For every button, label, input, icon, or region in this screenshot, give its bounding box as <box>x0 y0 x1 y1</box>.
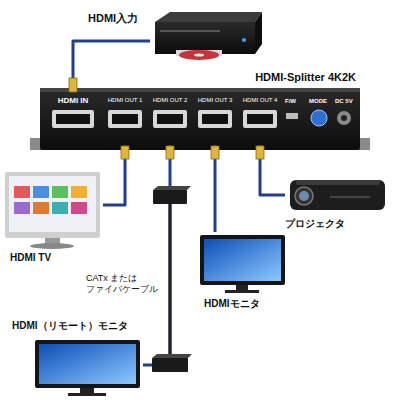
monitor-bezel <box>200 235 285 285</box>
port-socket <box>247 114 273 124</box>
hdmi-monitor: HDMIモニタ <box>198 232 290 314</box>
disc-hole <box>194 54 204 57</box>
tv-illustration <box>5 172 100 249</box>
projector: プロジェクタ <box>285 172 393 234</box>
player-front <box>155 22 255 54</box>
projector-lens <box>295 187 313 205</box>
port-frame <box>243 110 277 128</box>
hdmi-tv: HDMI TV <box>3 170 103 268</box>
monitor-screen <box>39 344 136 384</box>
player-led <box>242 38 246 42</box>
dc-jack-hole <box>341 115 347 121</box>
hdmi-out-port: HDMI OUT 2 <box>150 93 190 145</box>
port-label: HDMI OUT 3 <box>198 97 233 104</box>
monitor-stand <box>236 285 248 290</box>
splitter-housing <box>40 88 360 150</box>
monitor-bezel <box>35 340 140 388</box>
monitor-stand <box>80 388 94 393</box>
port-frame <box>52 110 94 128</box>
projector-illustration <box>290 180 385 210</box>
player-top <box>155 12 262 22</box>
splitter-body <box>30 88 370 150</box>
port-socket <box>157 114 183 124</box>
tile <box>14 186 30 198</box>
projector-body <box>290 180 385 210</box>
port-label: HDMI OUT 4 <box>243 97 278 104</box>
hdmi-out-port: HDMI OUT 3 <box>195 93 235 145</box>
hdmi-plug <box>166 146 174 159</box>
monitor-illustration <box>200 235 285 293</box>
port-frame <box>198 110 232 128</box>
device-label: HDMI入力 <box>88 12 138 25</box>
device-label: HDMI（リモート）モニタ <box>12 320 128 332</box>
housing-edge <box>40 88 360 92</box>
player-side <box>255 12 262 54</box>
catx-cable <box>169 204 172 358</box>
hdmi-plug <box>256 146 264 159</box>
lens-glass <box>299 191 309 201</box>
device-label: HDMI TV <box>10 252 51 264</box>
extender-body <box>152 358 188 372</box>
vent <box>330 196 370 198</box>
port-label: HDMI OUT 2 <box>153 97 188 104</box>
player-slot <box>160 30 220 32</box>
bluray-player: HDMI入力 <box>150 6 262 62</box>
port-socket <box>112 114 138 124</box>
hdmi-splitter: HDMI IN HDMI OUT 1 HDMI OUT 2 HDMI OUT 3 HDM… <box>40 70 360 150</box>
tile <box>33 186 49 198</box>
mode-button <box>311 110 327 126</box>
hdmi-cable <box>143 145 170 365</box>
device-label: プロジェクタ <box>285 218 345 230</box>
hdmi-plug <box>211 146 219 159</box>
hdmi-out-port: HDMI OUT 1 <box>105 93 145 145</box>
tv-screen <box>9 176 96 232</box>
projector-top <box>296 180 380 185</box>
tv-frame <box>5 172 100 238</box>
monitor-base <box>225 290 259 293</box>
hdmi-in-port: HDMI IN <box>48 93 98 145</box>
port-frame <box>108 110 142 128</box>
extender-body <box>153 190 187 204</box>
remote-monitor-illustration <box>35 340 140 396</box>
dc-jack <box>337 111 351 125</box>
hdmi-cable <box>73 41 150 93</box>
tile <box>52 202 68 214</box>
panel-label: MODE <box>309 98 327 105</box>
usb-port <box>286 113 298 119</box>
extender-top <box>153 186 191 190</box>
disc <box>179 50 219 60</box>
panel-label: DC 5V <box>335 98 353 105</box>
monitor-base <box>68 393 106 396</box>
port-frame <box>153 110 187 128</box>
monitor-screen <box>204 239 281 281</box>
port-label: HDMI OUT 1 <box>108 97 143 104</box>
hdmi-plug <box>69 78 77 92</box>
panel-label: F/W <box>285 98 296 105</box>
hdmi-out-port: HDMI OUT 4 <box>240 93 280 145</box>
tile <box>33 202 49 214</box>
device-label: HDMIモニタ <box>204 298 260 310</box>
cable-label: CATx または ファイバケーブル <box>84 272 164 297</box>
bluray-player <box>155 12 262 60</box>
tv-base <box>30 243 74 249</box>
extender <box>153 186 191 204</box>
tile <box>71 186 87 198</box>
tile <box>14 202 30 214</box>
tile <box>71 202 87 214</box>
remote-monitor: HDMI（リモート）モニタ <box>8 318 143 398</box>
port-label: HDMI IN <box>58 96 89 105</box>
splitter-title: HDMI-Splitter 4K2K <box>255 71 356 84</box>
extender <box>152 354 192 372</box>
extender-top <box>152 354 192 358</box>
hdmi-plug <box>121 146 129 159</box>
tile <box>52 186 68 198</box>
port-socket <box>56 114 90 124</box>
port-socket <box>202 114 228 124</box>
